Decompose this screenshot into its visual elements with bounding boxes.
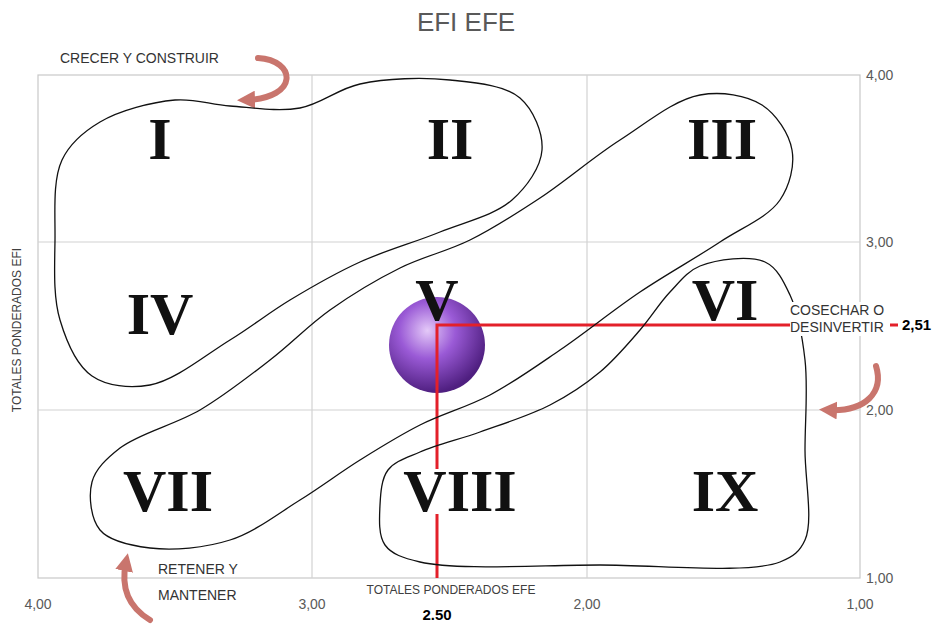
axis-title: TOTALES PONDERADOS EFI — [11, 248, 25, 412]
axis-tick: 3,00 — [866, 234, 893, 250]
strategy-label: COSECHAR O DESINVERTIR — [790, 302, 890, 336]
axis-tick: 1,00 — [846, 596, 873, 612]
axis-tick: 3,00 — [298, 596, 325, 612]
region-outline — [55, 78, 543, 386]
axis-tick: 2,00 — [866, 402, 893, 418]
region-outline — [379, 258, 808, 568]
strategy-label: RETENER Y MANTENER — [158, 556, 248, 608]
axis-title: TOTALES PONDERADOS EFE — [367, 584, 536, 598]
grid-line — [38, 241, 860, 242]
strategy-region: VIVIIIIXCOSECHAR O DESINVERTIR — [372, 255, 812, 573]
quadrant-numeral: III — [687, 117, 757, 162]
grid-line — [311, 75, 312, 578]
strategy-arrow — [124, 562, 150, 620]
quadrant-numeral: V — [415, 278, 458, 323]
axis-tick: 2,00 — [573, 596, 600, 612]
strategy-region: CRECER Y CONSTRUIRIIIIV — [50, 75, 547, 390]
region-outline — [90, 94, 792, 550]
axis-tick: 1,00 — [866, 570, 893, 586]
value-marker: 2,51 — [902, 317, 931, 332]
position-lines — [437, 325, 898, 578]
strategy-label: CRECER Y CONSTRUIR — [60, 50, 219, 66]
grid-line — [38, 409, 860, 410]
quadrant-numeral: VII — [123, 469, 213, 514]
strategy-arrow — [246, 58, 287, 100]
quadrant-numeral: IV — [127, 292, 194, 337]
quadrant-numeral: IX — [692, 469, 759, 514]
quadrant-numeral: II — [427, 117, 474, 162]
quadrant-numeral: VI — [692, 278, 759, 323]
axis-tick: 4,00 — [866, 67, 893, 83]
axis-tick: 4,00 — [24, 596, 51, 612]
value-marker: 2.50 — [422, 607, 451, 622]
chart-title: EFI EFE — [417, 8, 515, 38]
quadrant-numeral: I — [148, 117, 171, 162]
quadrant-numeral: VIII — [403, 469, 516, 514]
